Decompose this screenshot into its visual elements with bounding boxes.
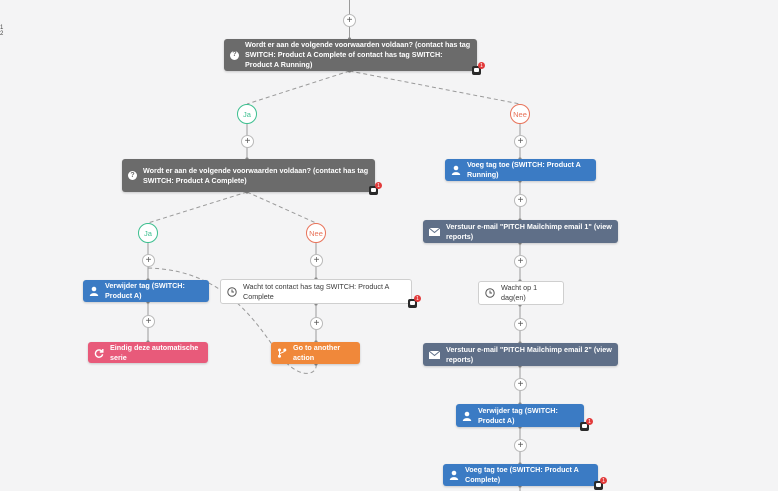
badge-count: 1	[375, 182, 382, 189]
badge-count: 1	[478, 62, 485, 69]
condition-text: Wordt er aan de volgende voorwaarden vol…	[245, 40, 471, 69]
plus-icon: +	[313, 254, 320, 266]
send-email-action[interactable]: Verstuur e-mail "PITCH Mailchimp email 2…	[423, 343, 618, 366]
user-icon	[449, 470, 459, 480]
refresh-icon	[94, 348, 104, 358]
question-icon: ?	[230, 50, 239, 60]
badge-count: 1	[586, 418, 593, 425]
condition-text: Wordt er aan de volgende voorwaarden vol…	[143, 165, 369, 185]
plus-icon: +	[517, 318, 524, 330]
add-step-button[interactable]: +	[310, 254, 323, 267]
action-label: Go to another action	[293, 343, 341, 362]
question-icon: ?	[128, 171, 137, 180]
envelope-icon	[429, 227, 440, 236]
go-to-action[interactable]: Go to another action	[271, 342, 360, 364]
action-label: Verwijder tag (SWITCH: Product A)	[105, 281, 185, 300]
add-step-button[interactable]: +	[514, 378, 527, 391]
action-label: Wacht tot contact has tag SWITCH: Produc…	[243, 281, 389, 301]
clock-icon	[485, 288, 495, 298]
wait-until-action[interactable]: Wacht tot contact has tag SWITCH: Produc…	[220, 279, 412, 304]
question-mark: ?	[232, 51, 237, 59]
plus-icon: +	[517, 439, 524, 451]
side-fraction-denominator: 2	[0, 31, 4, 37]
plus-icon: +	[313, 317, 320, 329]
user-icon	[451, 165, 461, 175]
add-tag-action[interactable]: Voeg tag toe (SWITCH: Product A Running)	[445, 159, 596, 181]
badge-count: 1	[600, 477, 607, 484]
comment-badge-icon[interactable]: 1	[369, 182, 382, 195]
badge-count: 1	[414, 295, 421, 302]
add-step-button[interactable]: +	[514, 318, 527, 331]
add-step-button[interactable]: +	[514, 255, 527, 268]
comment-badge-icon[interactable]: 1	[408, 295, 421, 308]
add-tag-action[interactable]: Voeg tag toe (SWITCH: Product A Complete…	[443, 464, 598, 486]
action-label: Verstuur e-mail "PITCH Mailchimp email 1…	[446, 221, 612, 241]
branch-yes-label: Ja	[243, 109, 251, 119]
add-step-button[interactable]: +	[514, 135, 527, 148]
plus-icon: +	[145, 315, 152, 327]
branch-no-label: Nee	[513, 109, 527, 119]
comment-badge-icon[interactable]: 1	[472, 62, 485, 75]
side-fraction: 1 2	[0, 25, 3, 37]
comment-badge-icon[interactable]: 1	[594, 477, 607, 490]
plus-icon: +	[517, 378, 524, 390]
add-step-button[interactable]: +	[310, 317, 323, 330]
clock-icon	[227, 286, 237, 297]
action-label: Verwijder tag (SWITCH: Product A)	[478, 405, 558, 425]
branch-no[interactable]: Nee	[306, 223, 326, 243]
branch-yes-label: Ja	[144, 228, 152, 238]
add-step-button[interactable]: +	[241, 135, 254, 148]
branch-yes[interactable]: Ja	[237, 104, 257, 124]
end-series-action[interactable]: Eindig deze automatische serie	[88, 342, 208, 363]
plus-icon: +	[517, 135, 524, 147]
branch-icon	[277, 348, 287, 358]
send-email-action[interactable]: Verstuur e-mail "PITCH Mailchimp email 1…	[423, 220, 618, 243]
user-icon	[462, 411, 472, 421]
branch-no-label: Nee	[309, 228, 323, 238]
condition-node[interactable]: ? Wordt er aan de volgende voorwaarden v…	[122, 159, 375, 192]
branch-no[interactable]: Nee	[510, 104, 530, 124]
side-fraction-numerator: 1	[0, 25, 4, 31]
plus-icon: +	[517, 255, 524, 267]
plus-icon: +	[145, 254, 152, 266]
add-step-button[interactable]: +	[142, 315, 155, 328]
plus-icon: +	[244, 135, 251, 147]
envelope-icon	[429, 350, 440, 359]
add-step-button[interactable]: +	[343, 14, 356, 27]
action-label: Verstuur e-mail "PITCH Mailchimp email 2…	[446, 344, 612, 364]
condition-node[interactable]: ? Wordt er aan de volgende voorwaarden v…	[224, 39, 477, 71]
add-step-button[interactable]: +	[514, 439, 527, 452]
branch-yes[interactable]: Ja	[138, 223, 158, 243]
wait-action[interactable]: Wacht op 1 dag(en)	[478, 281, 564, 305]
question-mark: ?	[130, 171, 135, 179]
remove-tag-action[interactable]: Verwijder tag (SWITCH: Product A)	[83, 280, 209, 302]
user-icon	[89, 286, 99, 296]
action-label: Wacht op 1 dag(en)	[501, 283, 538, 302]
action-label: Voeg tag toe (SWITCH: Product A Running)	[467, 160, 581, 179]
plus-icon: +	[517, 194, 524, 206]
add-step-button[interactable]: +	[142, 254, 155, 267]
action-label: Voeg tag toe (SWITCH: Product A Complete…	[465, 465, 579, 484]
add-step-button[interactable]: +	[514, 194, 527, 207]
comment-badge-icon[interactable]: 1	[580, 418, 593, 431]
plus-icon: +	[346, 14, 353, 26]
action-label: Eindig deze automatische serie	[110, 342, 199, 362]
remove-tag-action[interactable]: Verwijder tag (SWITCH: Product A)	[456, 404, 584, 427]
